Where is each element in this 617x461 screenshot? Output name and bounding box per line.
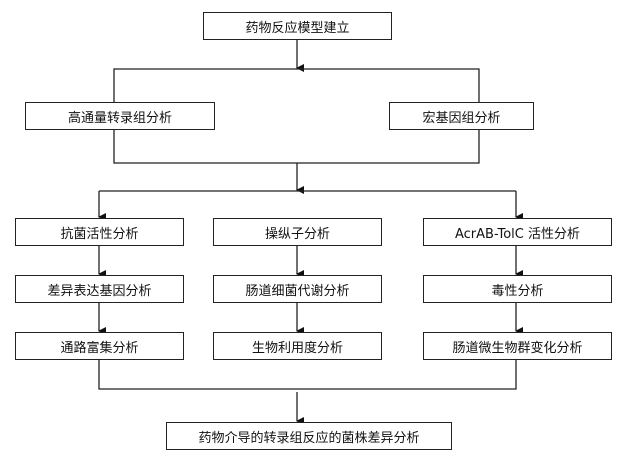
col2-row1-box: 操纵子分析 [213, 218, 382, 246]
result-box: 药物介导的转录组反应的菌株差异分析 [166, 422, 452, 450]
merge-line-level2 [113, 130, 480, 164]
col1-row2-box: 差异表达基因分析 [15, 275, 184, 303]
metagenome-box: 宏基因组分析 [389, 102, 534, 130]
col2-row2-box: 肠道细菌代谢分析 [213, 275, 382, 303]
split-line-level2 [113, 68, 480, 102]
col3-row3-box: 肠道微生物群变化分析 [423, 332, 612, 360]
col1-row1-box: 抗菌活性分析 [15, 218, 184, 246]
root-box: 药物反应模型建立 [203, 12, 392, 40]
col2-row3-box: 生物利用度分析 [213, 332, 382, 360]
merge-line-bottom [98, 360, 517, 390]
col3-row1-box: AcrAB-TolC 活性分析 [423, 218, 612, 246]
col3-row2-box: 毒性分析 [423, 275, 612, 303]
col1-row3-box: 通路富集分析 [15, 332, 184, 360]
transcriptome-box: 高通量转录组分析 [25, 102, 215, 130]
